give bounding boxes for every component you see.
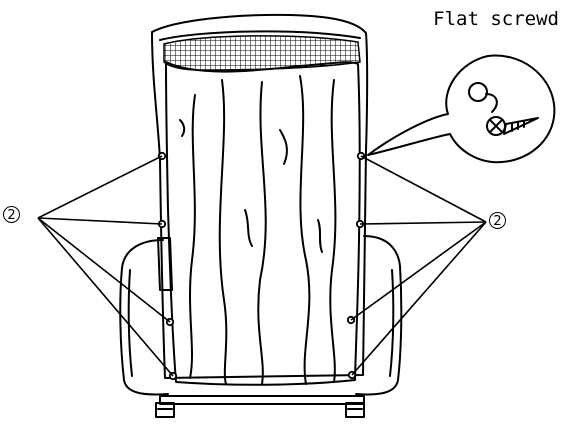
drape-fold	[244, 209, 253, 247]
leader-line-left	[37, 217, 163, 225]
right-armrest	[355, 235, 403, 396]
left-armrest-inner	[127, 269, 133, 377]
right-caster	[345, 402, 365, 418]
drape-fold	[179, 119, 186, 137]
drape-fold	[279, 129, 288, 165]
callout-bubble	[367, 54, 556, 164]
part-marker-left: 2	[3, 206, 20, 223]
screwdriver-icon	[503, 117, 539, 135]
washer-icon	[468, 82, 488, 102]
leader-line-left	[37, 217, 174, 377]
drape-fold	[218, 79, 228, 385]
base-platform	[159, 395, 365, 405]
left-armrest	[119, 239, 169, 396]
screw-cable	[485, 93, 498, 113]
leader-line-right	[359, 221, 487, 225]
side-bracket	[157, 237, 173, 291]
left-caster	[155, 402, 175, 418]
drape-fold	[317, 219, 323, 253]
leader-line-right	[350, 221, 487, 321]
flat-screw-icon-slot-b	[489, 119, 503, 133]
part-marker-right: 2	[489, 212, 506, 229]
leader-line-left	[37, 155, 163, 219]
leader-line-left	[37, 217, 171, 323]
headrest-rim	[159, 30, 361, 41]
drape-fold	[329, 79, 337, 383]
seat-back-outline	[151, 13, 369, 379]
drape-fold	[299, 75, 311, 385]
headrest-mesh	[163, 35, 361, 71]
leader-line-right	[360, 155, 487, 223]
callout-label: Flat screwd	[433, 8, 559, 30]
drape-fold	[257, 81, 267, 385]
right-armrest-inner	[389, 269, 395, 377]
drape-fold	[189, 94, 196, 379]
leader-line-right	[351, 221, 487, 376]
